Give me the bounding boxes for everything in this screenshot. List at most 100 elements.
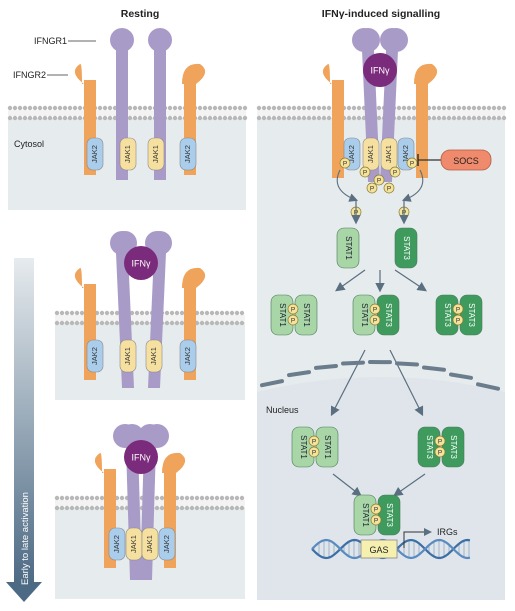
phosphate: P	[389, 166, 401, 178]
phosphate-label: P	[291, 318, 295, 325]
jak1-box: JAK1	[125, 527, 143, 561]
phosphate-label: P	[387, 186, 391, 193]
nuclear-pore-segment	[260, 379, 284, 388]
stat3-box-label: STAT3	[425, 435, 434, 459]
stat1-box-label: STAT1	[323, 435, 332, 459]
jak1-box: JAK1	[119, 137, 137, 171]
ifngr2-label: IFNGR2	[13, 70, 46, 80]
phosphate-label: P	[438, 439, 442, 446]
pathway-arrow	[330, 349, 366, 417]
phosphate-label: P	[343, 161, 347, 168]
stat1-box: STAT1	[294, 294, 318, 336]
phosphate: P	[369, 303, 381, 315]
phosphate: P	[370, 503, 382, 515]
stat3-box-label: STAT3	[384, 303, 393, 327]
jak1-box-label: JAK1	[129, 535, 138, 553]
jak1-box: JAK1	[141, 527, 159, 561]
phosphate: P	[287, 314, 299, 326]
jak2-box-label: JAK2	[401, 145, 410, 163]
jak1-box-label: JAK1	[384, 145, 393, 163]
jak1-box-label: JAK1	[145, 535, 154, 553]
jak2-box: JAK2	[179, 339, 197, 373]
stat3-box-label: STAT3	[467, 303, 476, 327]
nuclear-pore-segment	[449, 372, 473, 380]
jak1-box: JAK1	[147, 137, 165, 171]
jak2-box-label: JAK2	[162, 535, 171, 553]
stat3-box: STAT3	[377, 494, 401, 536]
phosphate-label: P	[377, 178, 381, 185]
pathway-arrow	[394, 269, 427, 292]
ifng-ligand: IFNγ	[363, 53, 397, 87]
ifng-ligand: IFNγ	[124, 440, 158, 474]
activation-arrow-label: Early to late activation	[20, 492, 31, 585]
stat3-box: STAT3	[435, 294, 459, 336]
stat3-box-label: STAT3	[449, 435, 458, 459]
jak2-box: JAK2	[86, 339, 104, 373]
pathway-arrow	[389, 349, 424, 417]
jak2-box: JAK2	[86, 137, 104, 171]
gas-element: GAS	[360, 539, 398, 559]
jak2-box-label: JAK2	[183, 347, 192, 365]
stat1-box: STAT1	[291, 426, 315, 468]
phosphate: P	[339, 157, 351, 169]
nuclear-envelope	[260, 360, 500, 391]
phosphate: P	[308, 435, 320, 447]
ifng-label: IFNγ	[132, 453, 151, 463]
phosphate-label: P	[373, 318, 377, 325]
jak1-box: JAK1	[380, 137, 398, 171]
jak2-box-label: JAK2	[90, 145, 99, 163]
phosphate: P	[369, 314, 381, 326]
activation-arrow: Early to late activation	[6, 258, 42, 602]
gas-label: GAS	[369, 545, 388, 555]
nuclear-pore-segment	[395, 361, 419, 367]
socs-label: SOCS	[453, 156, 479, 166]
phosphate-label: P	[374, 518, 378, 525]
phosphate-label: P	[374, 507, 378, 514]
jak1-box-label: JAK1	[123, 145, 132, 163]
phosphate: P	[452, 303, 464, 315]
phosphate-label: P	[393, 170, 397, 177]
pathway-arrow	[335, 269, 366, 292]
resting-receptor-complex: JAK2 JAK1 JAK1 JAK2	[74, 28, 206, 180]
ifngr2-receptor	[414, 63, 438, 178]
ifng-label: IFNγ	[371, 66, 390, 76]
stat1-box-label: STAT1	[299, 435, 308, 459]
socs-inhibitor: SOCS	[417, 149, 492, 171]
jak2-box: JAK2	[158, 527, 176, 561]
ifng-label: IFNγ	[132, 259, 151, 269]
jak2-box-label: JAK2	[112, 535, 121, 553]
irgs-transcription: IRGs	[403, 527, 458, 548]
phosphate-label: P	[312, 450, 316, 457]
nuclear-pore-segment	[287, 370, 311, 378]
stat1-box-label: STAT1	[278, 303, 287, 327]
stat1-box-label: STAT1	[361, 503, 370, 527]
stat1-box: STAT1	[315, 426, 339, 468]
stat1-box-label: STAT1	[344, 236, 353, 260]
ifngr1-label: IFNGR1	[34, 36, 67, 46]
jak2-box: JAK2	[179, 137, 197, 171]
pathway-arrow	[332, 473, 362, 497]
phosphate: P	[366, 182, 378, 194]
jak2-box-label: JAK2	[90, 347, 99, 365]
jak2-box: JAK2	[108, 527, 126, 561]
stat1-box: STAT1	[270, 294, 294, 336]
jak1-box-label: JAK1	[366, 145, 375, 163]
stat3-box: STAT3	[459, 294, 483, 336]
phosphate: P	[359, 166, 371, 178]
phosphate: P	[452, 314, 464, 326]
signalling-title: IFNγ-induced signalling	[322, 8, 440, 20]
jak-phosphorylation-arrow	[401, 169, 424, 202]
nuclear-pore-segment	[476, 382, 500, 391]
membrane-bilayer	[54, 310, 245, 326]
cytosol-label: Cytosol	[14, 139, 44, 149]
stat3-box: STAT3	[376, 294, 400, 336]
phosphate-label: P	[363, 170, 367, 177]
stat3-box: STAT3	[441, 426, 465, 468]
phosphate-label: P	[312, 439, 316, 446]
phosphate-label: P	[373, 307, 377, 314]
